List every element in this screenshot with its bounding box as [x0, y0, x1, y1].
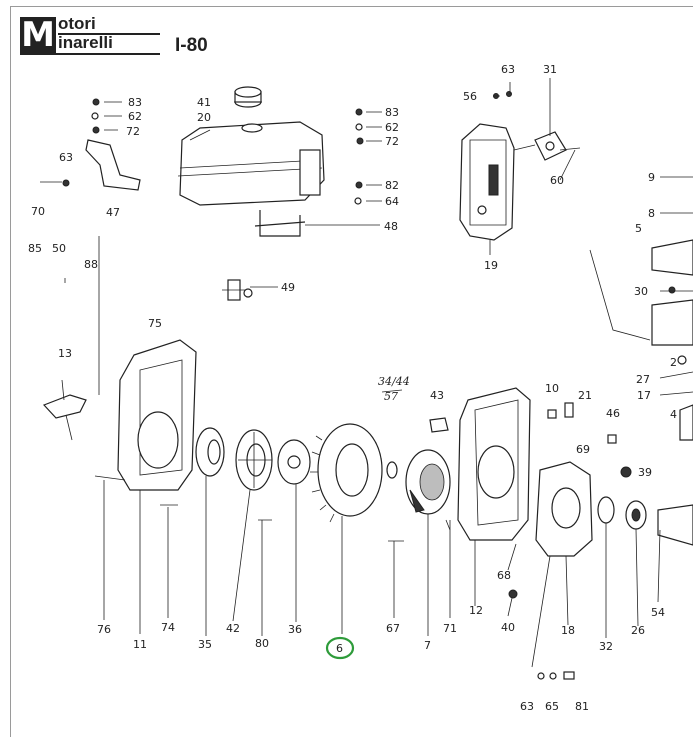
callout-12: 12	[469, 604, 483, 617]
cylinder-partial	[589, 239, 693, 441]
callout-20: 20	[197, 111, 211, 124]
callout-69: 69	[576, 443, 590, 456]
cooling-fan-6	[310, 423, 383, 523]
callout-75: 75	[148, 317, 162, 330]
callout-39: 39	[638, 466, 652, 479]
callout-70: 70	[31, 205, 45, 218]
pulley-35	[195, 427, 225, 477]
callout-21: 21	[578, 389, 592, 402]
muffler	[459, 123, 515, 241]
callout-71: 71	[443, 622, 457, 635]
callout-80: 80	[255, 637, 269, 650]
callout-72: 72	[126, 125, 140, 138]
callout-40: 40	[501, 621, 515, 634]
starter-housing	[117, 339, 197, 491]
callout-67: 67	[386, 622, 400, 635]
crankcase-half-12	[457, 387, 531, 541]
brand-underline	[20, 53, 160, 55]
callout-63c: 63	[520, 700, 534, 713]
callout-6: 6	[336, 642, 343, 655]
callout-68: 68	[497, 569, 511, 582]
callout-72b: 72	[385, 135, 399, 148]
callout-65: 65	[545, 700, 559, 713]
callout-13: 13	[58, 347, 72, 360]
model-title: I-80	[175, 35, 208, 56]
recoil-spring-42	[235, 429, 273, 491]
callout-64: 64	[385, 195, 399, 208]
callout-49: 49	[281, 281, 295, 294]
brand-logo: M otori inarelli	[20, 15, 160, 55]
highlight-circle-part-6	[325, 636, 355, 660]
callout-83b: 83	[385, 106, 399, 119]
callout-26: 26	[631, 624, 645, 637]
callout-54: 54	[651, 606, 665, 619]
bearings-32-26	[597, 496, 647, 530]
callout-81: 81	[575, 700, 589, 713]
callout-36: 36	[288, 623, 302, 636]
sheet-border	[10, 6, 693, 737]
callout-7: 7	[424, 639, 431, 652]
callout-10: 10	[545, 382, 559, 395]
callout-27: 27	[636, 373, 650, 386]
callout-41: 41	[197, 96, 211, 109]
bearing-57	[386, 461, 398, 479]
callout-labels: 83 62 72 63 70 47 41 20 83 62 72 82 64 4…	[28, 63, 677, 713]
callout-30: 30	[634, 285, 648, 298]
callout-9: 9	[648, 171, 655, 184]
screw-group-tank	[354, 108, 364, 205]
screw-group-left	[40, 98, 141, 191]
callout-82: 82	[385, 179, 399, 192]
callout-62b: 62	[385, 121, 399, 134]
small-parts-lower	[94, 402, 617, 680]
callout-47: 47	[106, 206, 120, 219]
starter-cup-36	[277, 439, 311, 485]
callout-63b: 63	[501, 63, 515, 76]
crankshaft-partial	[620, 466, 693, 546]
callout-56: 56	[463, 90, 477, 103]
handwritten-note-57: 57	[384, 390, 398, 403]
callout-76: 76	[97, 623, 111, 636]
callout-48: 48	[384, 220, 398, 233]
leader-lines	[64, 78, 693, 668]
callout-43: 43	[430, 389, 444, 402]
callout-17: 17	[637, 389, 651, 402]
fuel-cap	[234, 86, 262, 108]
callout-50: 50	[52, 242, 66, 255]
crankcase-half-18	[535, 461, 593, 557]
callout-32: 32	[599, 640, 613, 653]
callout-4: 4	[670, 408, 677, 421]
callout-74: 74	[161, 621, 175, 634]
starter-handle	[42, 379, 87, 441]
callout-62: 62	[128, 110, 142, 123]
callout-8: 8	[648, 207, 655, 220]
callout-60: 60	[550, 174, 564, 187]
brand-rule	[58, 33, 160, 35]
callout-85: 85	[28, 242, 42, 255]
stator-43	[429, 417, 449, 433]
callout-31: 31	[543, 63, 557, 76]
tank-bracket	[254, 210, 306, 237]
fuel-tap	[222, 279, 253, 301]
callout-83: 83	[128, 96, 142, 109]
fuel-tank	[177, 121, 325, 206]
brand-word-1: otori	[58, 14, 96, 33]
brand-initial: M	[20, 15, 56, 55]
callout-88: 88	[84, 258, 98, 271]
callout-46: 46	[606, 407, 620, 420]
flywheel-7	[405, 449, 451, 515]
callout-2: 2	[670, 356, 677, 369]
callout-18: 18	[561, 624, 575, 637]
brand-word-2: inarelli	[58, 33, 113, 52]
callout-63: 63	[59, 151, 73, 164]
callout-19: 19	[484, 259, 498, 272]
handwritten-note-34-44: 34/44	[378, 375, 410, 388]
callout-35: 35	[198, 638, 212, 651]
callout-42: 42	[226, 622, 240, 635]
callout-5: 5	[635, 222, 642, 235]
callout-11: 11	[133, 638, 147, 651]
